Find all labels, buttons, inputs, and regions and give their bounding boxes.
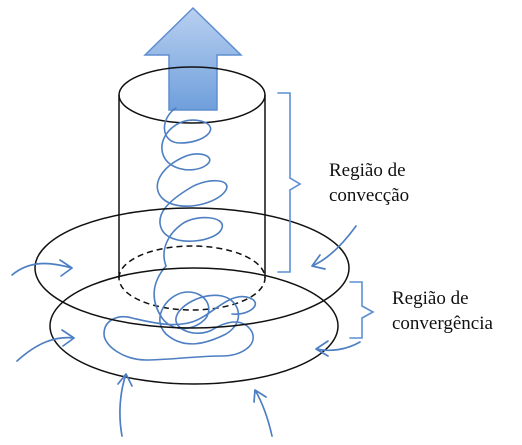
convergence-region-label: Região de convergência [392, 286, 493, 336]
convection-region-label: Região de convecção [329, 158, 409, 208]
cylinder-bottom-dashed [118, 245, 266, 311]
inflow-arrow-left-lower [16, 329, 75, 362]
inflow-arrow-left-upper [11, 259, 73, 277]
inflow-arrows [11, 225, 361, 437]
convergence-bracket [349, 281, 375, 339]
inflow-arrow-bottom-right [253, 389, 273, 437]
inflow-arrow-right-upper [311, 225, 357, 270]
convection-cylinder [118, 66, 266, 311]
convergence-spiral-line [103, 265, 257, 361]
convergence-discs [34, 207, 350, 385]
convection-label-line-2: convecção [329, 185, 410, 206]
convection-spiral-line [156, 107, 228, 267]
convergence-label-line-1: Região de [392, 288, 469, 309]
region-brackets [277, 92, 375, 339]
inflow-arrow-right-lower [315, 340, 361, 357]
convection-label-line-1: Região de [329, 160, 406, 181]
updraft-arrow [143, 6, 243, 111]
lower-disc-ellipse [49, 267, 339, 385]
convection-bracket [277, 92, 302, 273]
upper-disc-ellipse [34, 207, 350, 329]
convergence-label-line-2: convergência [392, 313, 493, 334]
inflow-arrow-bottom-left [117, 373, 133, 437]
